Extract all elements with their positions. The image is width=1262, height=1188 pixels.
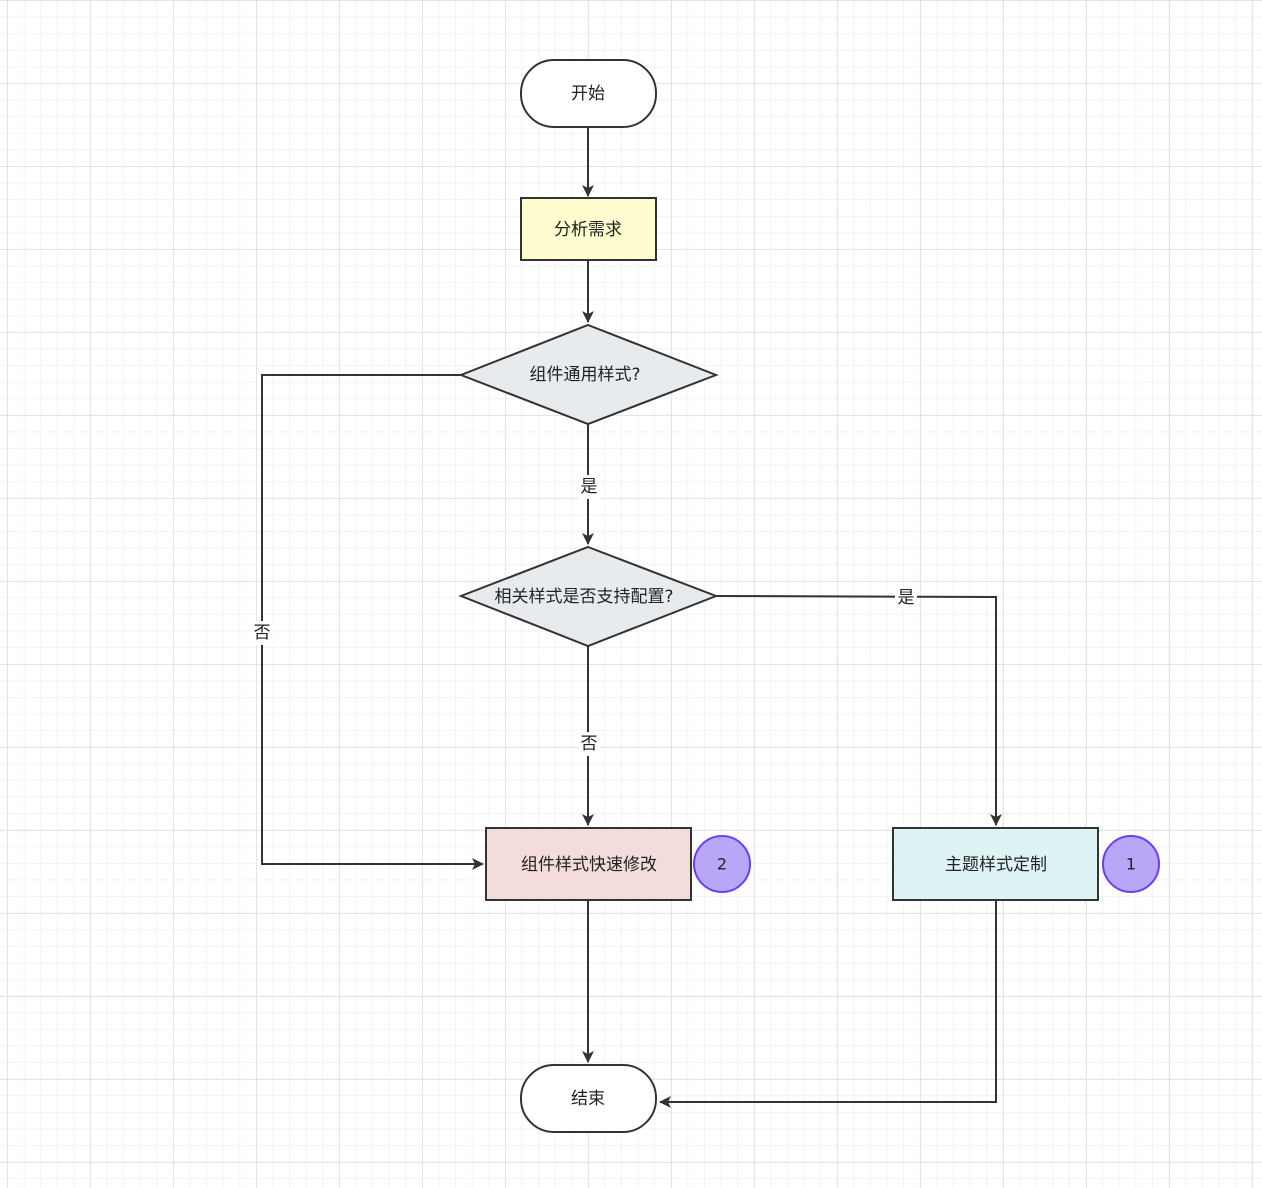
node-start[interactable]: 开始 bbox=[520, 59, 657, 128]
edge-config-yes bbox=[715, 595, 1002, 826]
node-decision-config[interactable]: 相关样式是否支持配置? bbox=[458, 545, 719, 648]
node-decision-common-label: 组件通用样式? bbox=[529, 365, 640, 385]
edge-label-common-yes: 是 bbox=[581, 477, 598, 497]
badge-theme-custom-number: 1 bbox=[1126, 855, 1136, 874]
edge-label-common-no: 否 bbox=[254, 623, 271, 643]
badge-quick-edit: 2 bbox=[693, 835, 751, 893]
node-start-label: 开始 bbox=[571, 84, 605, 104]
badge-quick-edit-number: 2 bbox=[717, 855, 727, 874]
node-quick-edit-label: 组件样式快速修改 bbox=[521, 855, 657, 875]
node-decision-common[interactable]: 组件通用样式? bbox=[458, 323, 719, 426]
edge-label-config-no: 否 bbox=[581, 734, 598, 754]
node-theme-custom-label: 主题样式定制 bbox=[945, 855, 1047, 875]
node-end-label: 结束 bbox=[571, 1089, 605, 1109]
node-end[interactable]: 结束 bbox=[520, 1064, 657, 1133]
node-quick-edit[interactable]: 组件样式快速修改 bbox=[485, 827, 692, 901]
node-decision-config-label: 相关样式是否支持配置? bbox=[494, 587, 673, 607]
edge-labels: 是 否 否 是 bbox=[251, 475, 917, 756]
badge-theme-custom: 1 bbox=[1102, 835, 1160, 893]
edge-common-no bbox=[261, 374, 484, 870]
edge-label-config-yes: 是 bbox=[898, 588, 915, 608]
edge-theme-to-end bbox=[659, 901, 997, 1108]
node-analyze-label: 分析需求 bbox=[554, 220, 622, 240]
node-theme-custom[interactable]: 主题样式定制 bbox=[892, 827, 1099, 901]
node-analyze[interactable]: 分析需求 bbox=[520, 197, 657, 261]
